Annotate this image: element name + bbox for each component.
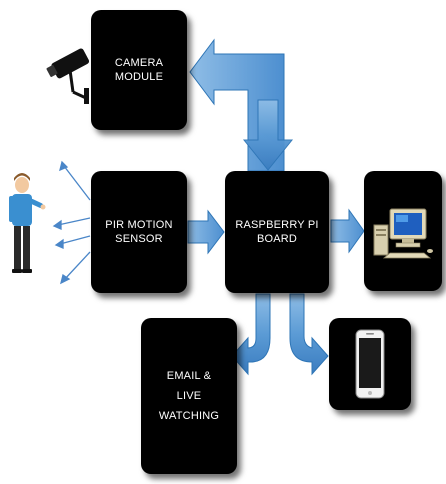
rpi-label-line: BOARD — [256, 233, 298, 245]
camera-label-line: CAMERA — [114, 57, 164, 69]
pir-sensor-label: PIR MOTION SENSOR — [101, 218, 176, 246]
smartphone-block — [329, 318, 411, 410]
person-icon — [9, 173, 46, 273]
desktop-computer-icon — [373, 208, 433, 259]
arrow-rpi-to-email — [231, 293, 271, 376]
rpi-label-line: RASPBERRY PI — [235, 219, 319, 231]
arrow-rpi-to-phone — [289, 293, 329, 376]
pir-ray — [57, 217, 91, 226]
arrow-camera-to-rpi — [242, 99, 294, 171]
pir-ray — [59, 235, 91, 245]
email-label-line: EMAIL & — [166, 370, 212, 382]
camera-module-label: CAMERA MODULE — [111, 56, 167, 84]
pir-motion-sensor-block: PIR MOTION SENSOR — [91, 171, 187, 293]
arrow-pir-to-rpi — [187, 209, 225, 255]
pir-ray — [63, 251, 91, 281]
email-live-watching-label: EMAIL & LIVE WATCHING — [155, 366, 223, 426]
email-live-watching-block: EMAIL & LIVE WATCHING — [141, 318, 237, 474]
raspberry-pi-board-block: RASPBERRY PI BOARD — [225, 171, 329, 293]
raspberry-pi-label: RASPBERRY PI BOARD — [231, 218, 322, 246]
camera-label-line: MODULE — [114, 71, 164, 83]
smartphone-icon — [355, 329, 385, 399]
email-label-line: WATCHING — [158, 410, 220, 422]
computer-block — [364, 171, 442, 291]
cctv-camera-icon — [46, 48, 90, 104]
email-label-line: LIVE — [176, 390, 202, 402]
pir-detection-rays — [52, 160, 91, 285]
pir-label-line: SENSOR — [115, 233, 163, 245]
camera-module-block: CAMERA MODULE — [91, 10, 187, 130]
arrow-rpi-to-computer — [330, 208, 365, 254]
pir-ray — [63, 165, 91, 201]
pir-label-line: PIR MOTION — [105, 219, 173, 231]
